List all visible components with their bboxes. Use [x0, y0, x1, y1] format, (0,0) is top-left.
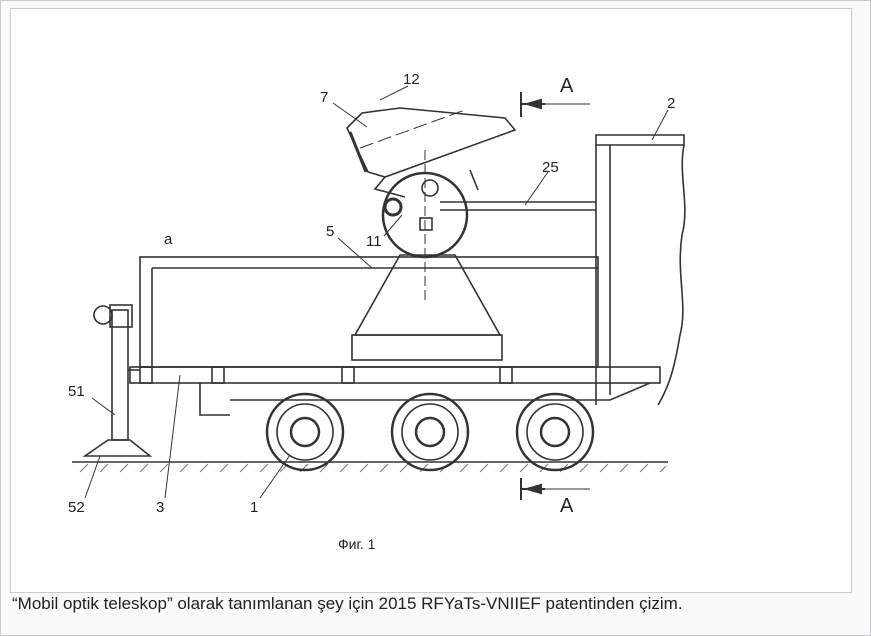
figure-title: Фиг. 1	[338, 536, 376, 552]
label-52: 52	[68, 499, 85, 516]
label-3: 3	[156, 499, 164, 516]
label-a: a	[164, 231, 173, 248]
rod	[440, 201, 596, 211]
image-frame	[10, 8, 852, 593]
label-2: 2	[667, 95, 675, 112]
label-11: 11	[366, 233, 382, 250]
label-51: 51	[68, 383, 85, 400]
wheels	[265, 392, 595, 472]
support-jack	[82, 304, 153, 457]
part-labels: 12 7 A 2 25 a 5 11 51 52 3 1 A Фиг. 1	[68, 71, 675, 552]
label-12: 12	[403, 71, 420, 88]
pedestal	[351, 254, 503, 361]
label-5: 5	[326, 223, 334, 240]
leader-lines	[84, 85, 669, 499]
trailer-body	[129, 256, 661, 416]
label-a-top: A	[560, 75, 574, 97]
figure-caption: “Mobil optik teleskop” olarak tanımlanan…	[12, 594, 683, 613]
telescope-body	[346, 107, 517, 198]
label-1: 1	[250, 499, 258, 516]
label-7: 7	[320, 89, 328, 106]
label-25: 25	[542, 159, 559, 176]
mount-ring	[381, 150, 469, 300]
label-a-bottom: A	[560, 495, 574, 517]
cab	[595, 134, 686, 406]
ground	[72, 461, 668, 473]
section-marks	[520, 92, 590, 500]
